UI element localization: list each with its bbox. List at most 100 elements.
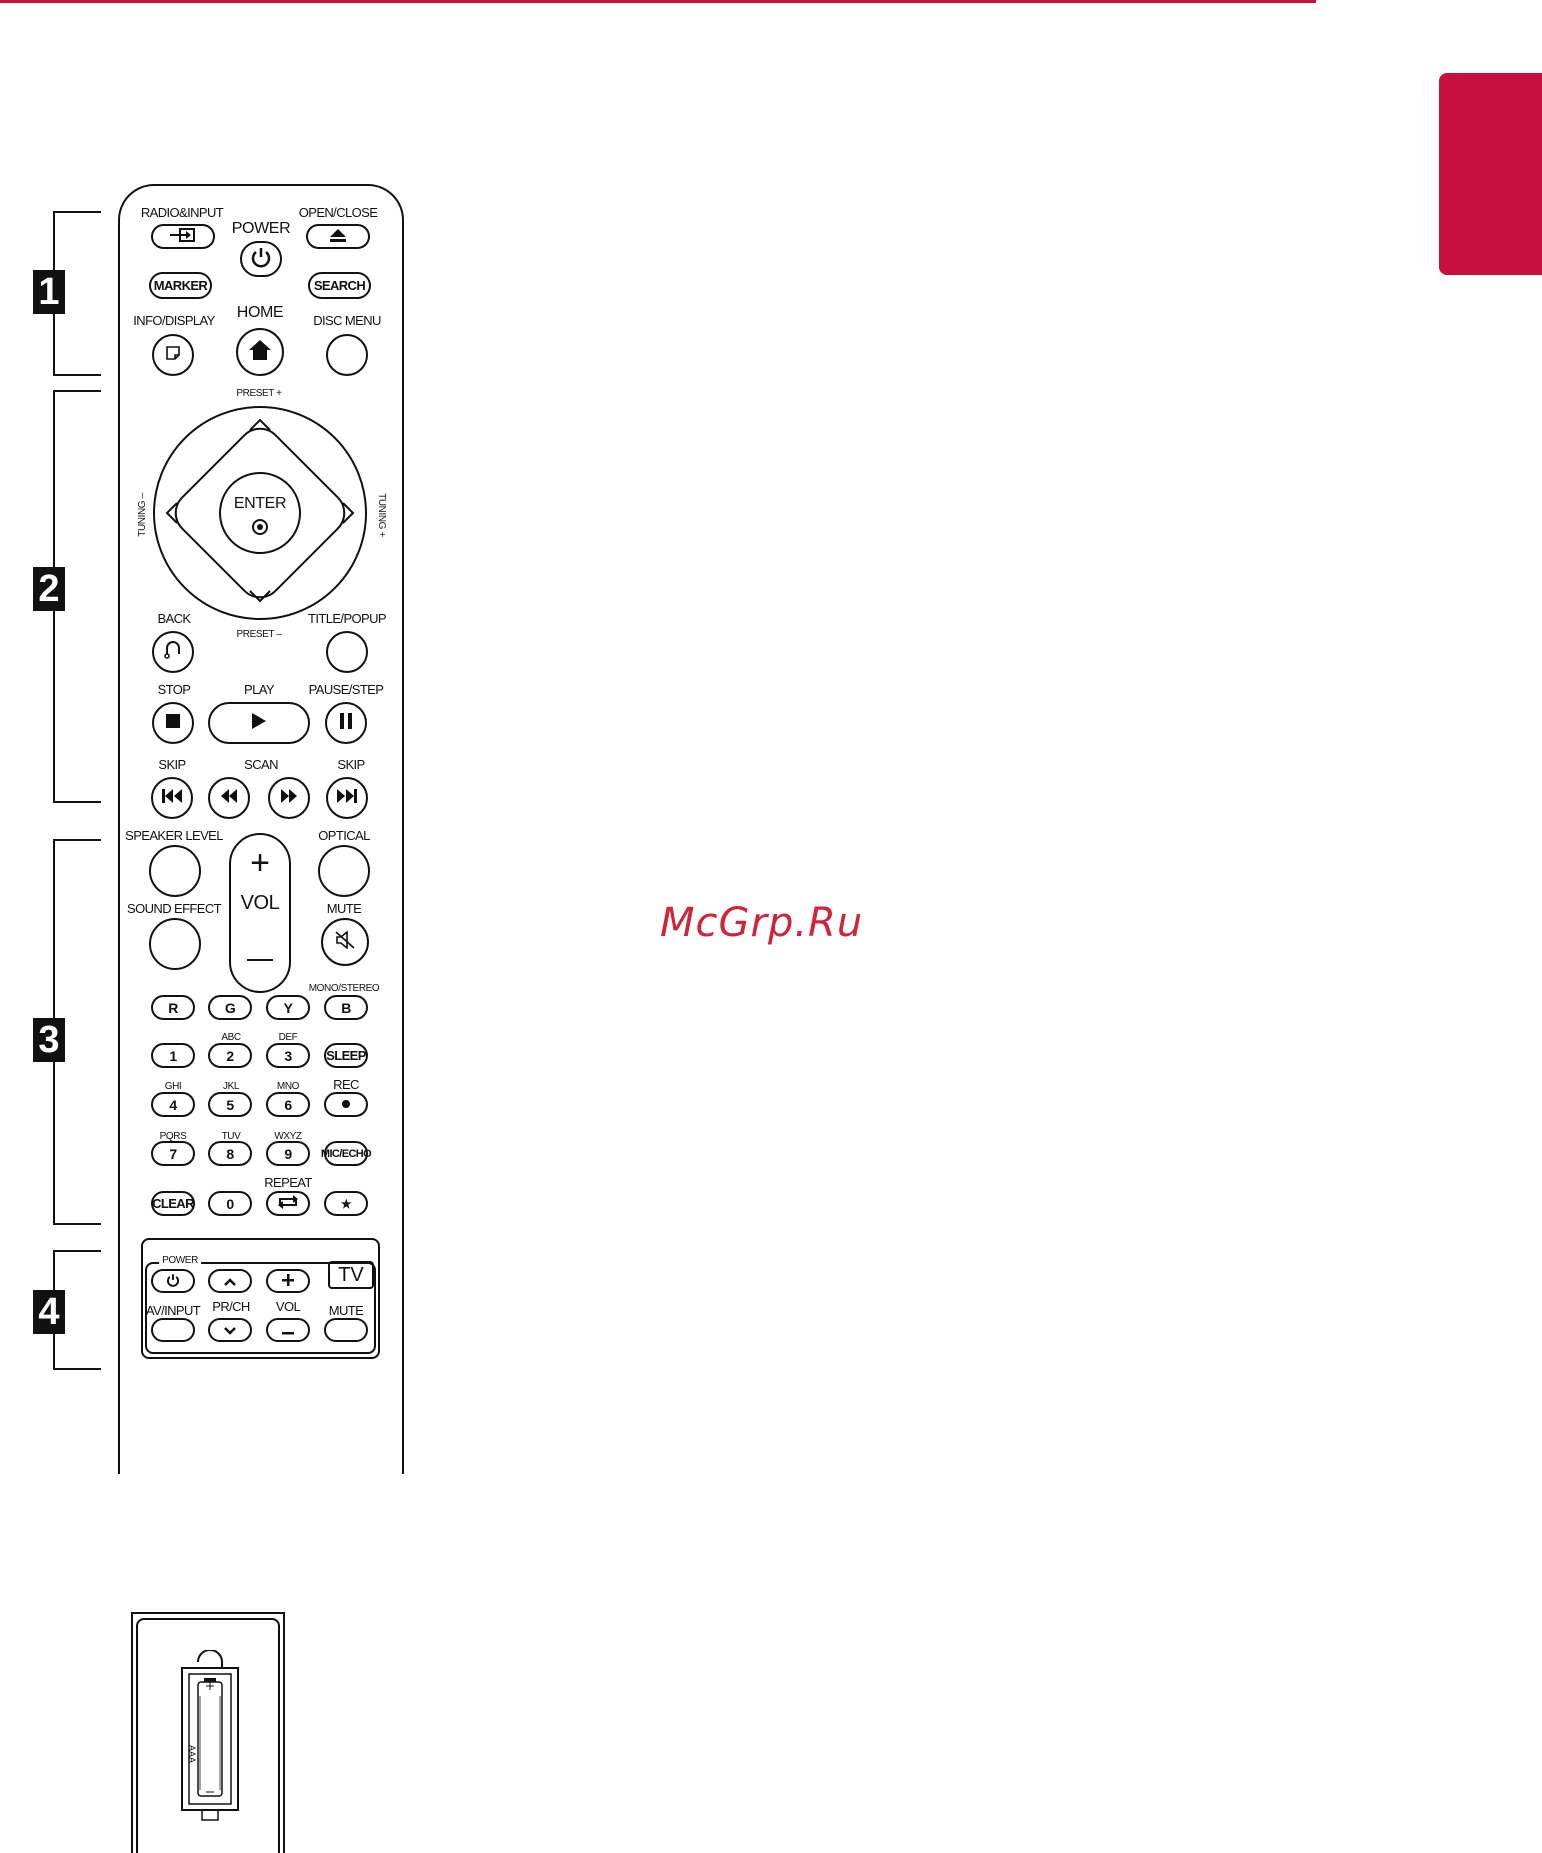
mic-echo-button[interactable]: MIC/ECHO [321, 1141, 372, 1166]
optical-label: OPTICAL [318, 828, 370, 843]
tv-mute-label: MUTE [328, 1303, 364, 1318]
home-button[interactable] [236, 328, 284, 376]
num-4-button[interactable]: 4 [151, 1092, 195, 1117]
battery-type-label: AAA [187, 1745, 197, 1764]
rewind-button[interactable] [208, 777, 250, 819]
eject-icon [329, 228, 347, 245]
radio-input-button[interactable] [151, 224, 215, 249]
tv-channel-down-button[interactable] [208, 1318, 252, 1342]
tv-label-box: TV [328, 1261, 374, 1289]
speaker-level-label: SPEAKER LEVEL [125, 828, 223, 843]
chevron-up-icon [224, 1274, 236, 1289]
volume-down-button[interactable] [231, 935, 289, 985]
skip-prev-button[interactable] [151, 777, 193, 819]
nav-up-button[interactable] [240, 455, 280, 495]
plus-icon [282, 1273, 294, 1289]
num-2-button[interactable]: 2 [208, 1043, 252, 1068]
tv-channel-up-button[interactable] [208, 1269, 252, 1293]
red-button[interactable]: R [151, 995, 195, 1020]
vol-label: VOL [240, 892, 280, 914]
yellow-button[interactable]: Y [266, 995, 310, 1020]
mute-button[interactable] [321, 918, 369, 966]
enter-button[interactable] [250, 517, 270, 537]
sound-effect-button[interactable] [149, 918, 201, 970]
preset-plus-label: PRESET + [236, 388, 282, 399]
enter-icon [252, 519, 268, 535]
def-label: DEF [278, 1032, 298, 1043]
open-close-label: OPEN/CLOSE [298, 205, 378, 220]
tuv-label: TUV [221, 1131, 241, 1142]
skip-prev-icon [161, 789, 183, 807]
av-input-button[interactable] [151, 1318, 195, 1342]
mno-label: MNO [276, 1081, 300, 1092]
abc-label: ABC [221, 1032, 241, 1043]
pr-ch-label: PR/CH [212, 1299, 250, 1314]
skip-next-button[interactable] [326, 777, 368, 819]
stop-icon [166, 714, 180, 732]
rewind-icon [220, 789, 238, 807]
back-label: BACK [157, 611, 191, 626]
tv-control-inner-frame [145, 1262, 376, 1354]
num-7-button[interactable]: 7 [151, 1141, 195, 1166]
title-popup-button[interactable] [326, 631, 368, 673]
skip-left-label: SKIP [158, 757, 186, 772]
open-close-button[interactable] [306, 224, 370, 249]
radio-input-label: RADIO&INPUT [140, 205, 224, 220]
home-icon [248, 339, 272, 365]
volume-rocker [229, 833, 291, 993]
tv-volume-up-button[interactable] [266, 1269, 310, 1293]
scan-label: SCAN [244, 757, 278, 772]
tv-power-label: POWER [159, 1254, 201, 1268]
search-button[interactable]: SEARCH [308, 272, 371, 299]
title-popup-label: TITLE/POPUP [308, 611, 387, 626]
wxyz-label: WXYZ [274, 1131, 302, 1142]
stop-button[interactable] [152, 702, 194, 744]
mute-label: MUTE [326, 901, 362, 916]
note-icon [165, 345, 181, 365]
skip-right-label: SKIP [337, 757, 365, 772]
tv-volume-down-button[interactable] [266, 1318, 310, 1342]
back-button[interactable] [152, 631, 194, 673]
power-button[interactable] [240, 241, 282, 277]
input-arrow-icon [166, 227, 200, 246]
back-icon [163, 640, 183, 664]
nav-left-button[interactable] [158, 495, 198, 535]
marker-button[interactable]: MARKER [149, 272, 212, 299]
disc-menu-button[interactable] [326, 334, 368, 376]
blue-button[interactable]: B [324, 995, 368, 1020]
language-tab [1439, 73, 1542, 275]
speaker-level-button[interactable] [149, 845, 201, 897]
num-0-button[interactable]: 0 [208, 1191, 252, 1216]
sleep-button[interactable]: SLEEP [324, 1043, 368, 1068]
preset-minus-label: PRESET – [236, 629, 282, 640]
battery-cover-inner [136, 1618, 280, 1853]
num-3-button[interactable]: 3 [266, 1043, 310, 1068]
header-rule [0, 0, 1316, 3]
tv-mute-button[interactable] [324, 1318, 368, 1342]
volume-up-button[interactable]: + [250, 843, 270, 882]
optical-button[interactable] [318, 845, 370, 897]
num-9-button[interactable]: 9 [266, 1141, 310, 1166]
home-label: HOME [236, 304, 284, 321]
info-display-button[interactable] [152, 334, 194, 376]
play-button[interactable] [208, 702, 310, 744]
rec-button[interactable] [324, 1092, 368, 1117]
power-label: POWER [231, 220, 291, 237]
star-button[interactable]: ★ [324, 1191, 368, 1216]
num-1-button[interactable]: 1 [151, 1043, 195, 1068]
fast-forward-button[interactable] [268, 777, 310, 819]
num-6-button[interactable]: 6 [266, 1092, 310, 1117]
green-button[interactable]: G [208, 995, 252, 1020]
pause-step-button[interactable] [325, 702, 367, 744]
remote-control-body [118, 184, 404, 1474]
section-badge-2: 2 [33, 567, 65, 611]
nav-down-button[interactable] [240, 575, 280, 615]
nav-right-button[interactable] [322, 495, 362, 535]
clear-button[interactable]: CLEAR [151, 1191, 195, 1216]
num-5-button[interactable]: 5 [208, 1092, 252, 1117]
av-input-label: AV/INPUT [145, 1303, 201, 1318]
num-8-button[interactable]: 8 [208, 1141, 252, 1166]
repeat-button[interactable] [266, 1191, 310, 1216]
stop-label: STOP [157, 682, 191, 697]
tv-power-button[interactable] [151, 1269, 195, 1293]
